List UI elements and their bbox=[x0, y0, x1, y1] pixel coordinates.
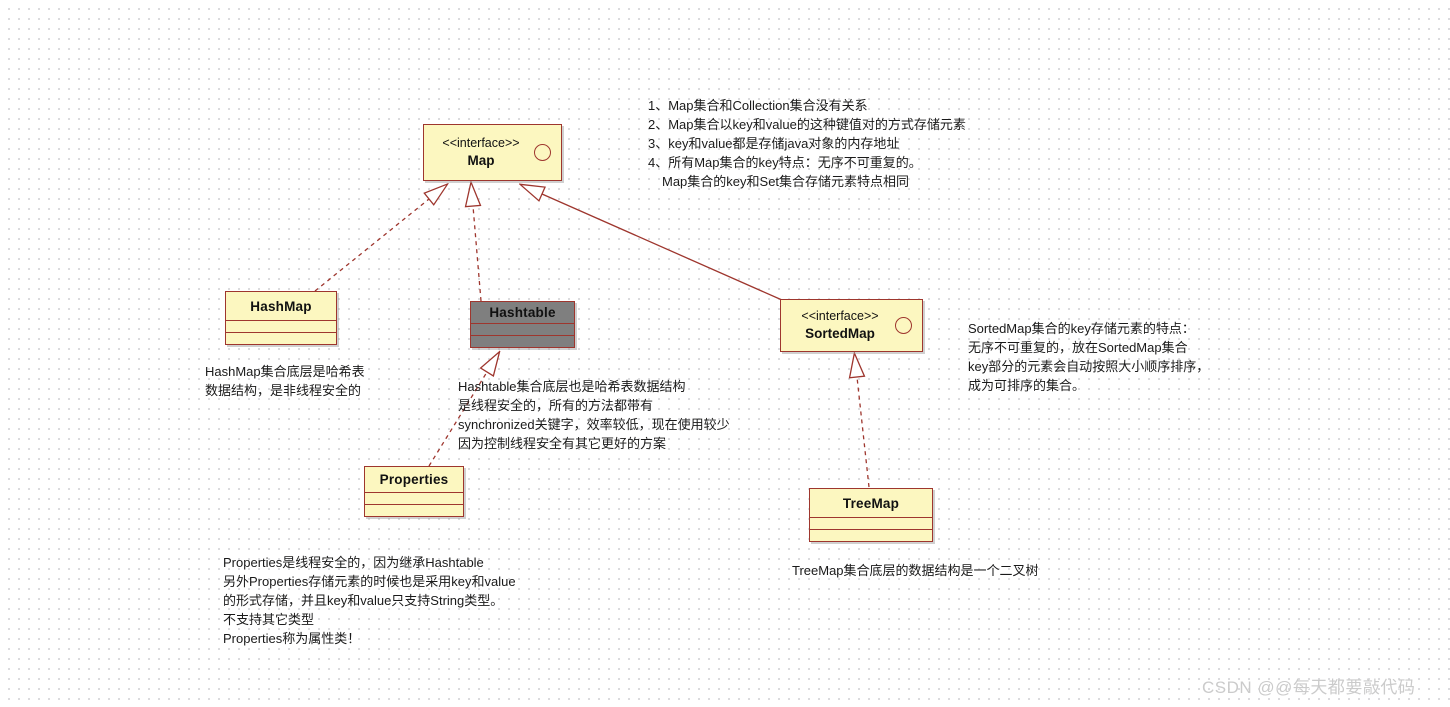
annotation-properties: Properties是线程安全的，因为继承Hashtable 另外Propert… bbox=[223, 553, 516, 648]
stereotype-label: <<interface>> bbox=[801, 308, 879, 323]
annotation-treemap: TreeMap集合底层的数据结构是一个二叉树 bbox=[792, 561, 1039, 580]
note-line: Hashtable集合底层也是哈希表数据结构 bbox=[458, 379, 686, 394]
methods-compartment bbox=[365, 504, 463, 516]
note-line: HashMap集合底层是哈希表 bbox=[205, 364, 365, 379]
interface-circle-icon bbox=[534, 144, 551, 161]
attributes-compartment bbox=[365, 492, 463, 504]
edge-treemap-implements-sortedmap bbox=[857, 377, 870, 488]
edge-properties-extends-hashtable bbox=[428, 372, 487, 467]
stereotype-label: <<interface>> bbox=[442, 135, 520, 150]
edge-hashtable-implements-map bbox=[473, 206, 482, 302]
note-line: 是线程安全的，所有的方法都带有 bbox=[458, 398, 654, 413]
class-name: HashMap bbox=[250, 298, 312, 314]
note-line: SortedMap集合的key存储元素的特点： bbox=[968, 321, 1195, 336]
class-box-sortedmap: <<interface>> SortedMap bbox=[780, 299, 923, 352]
note-line: 3、key和value都是存储java对象的内存地址 bbox=[648, 136, 900, 151]
note-line: 成为可排序的集合。 bbox=[968, 378, 1086, 393]
note-line: key部分的元素会自动按照大小顺序排序， bbox=[968, 359, 1210, 374]
class-box-hashmap: HashMap bbox=[225, 291, 337, 345]
note-line: synchronized关键字，效率较低，现在使用较少 bbox=[458, 417, 730, 432]
note-line: 1、Map集合和Collection集合没有关系 bbox=[648, 98, 868, 113]
note-line: 无序不可重复的，放在SortedMap集合 bbox=[968, 340, 1188, 355]
class-box-hashtable: Hashtable bbox=[470, 301, 575, 348]
methods-compartment bbox=[471, 335, 574, 347]
note-line: 4、所有Map集合的key特点：无序不可重复的。 bbox=[648, 155, 922, 170]
annotation-hashmap: HashMap集合底层是哈希表 数据结构，是非线程安全的 bbox=[205, 362, 365, 400]
note-line: 因为控制线程安全有其它更好的方案 bbox=[458, 436, 667, 451]
class-name: Map bbox=[467, 152, 495, 168]
class-box-properties: Properties bbox=[364, 466, 464, 517]
edge-hashmap-implements-map bbox=[314, 199, 429, 292]
attributes-compartment bbox=[226, 320, 336, 332]
edge-sortedmap-extends-map bbox=[542, 194, 783, 301]
methods-compartment bbox=[810, 529, 932, 541]
class-label: <<interface>> Map bbox=[424, 135, 534, 170]
note-line: 另外Properties存储元素的时候也是采用key和value bbox=[223, 574, 516, 589]
interface-circle-icon bbox=[895, 317, 912, 334]
annotation-map-notes: 1、Map集合和Collection集合没有关系 2、Map集合以key和val… bbox=[648, 96, 966, 191]
class-name: Properties bbox=[379, 472, 449, 487]
note-line: 数据结构，是非线程安全的 bbox=[205, 383, 362, 398]
annotation-hashtable: Hashtable集合底层也是哈希表数据结构 是线程安全的，所有的方法都带有 s… bbox=[458, 377, 730, 453]
class-box-treemap: TreeMap bbox=[809, 488, 933, 542]
class-name: SortedMap bbox=[805, 325, 875, 341]
note-line: Map集合的key和Set集合存储元素特点相同 bbox=[662, 174, 910, 189]
class-label: <<interface>> SortedMap bbox=[781, 308, 895, 343]
note-line: Properties称为属性类！ bbox=[223, 631, 361, 646]
note-line: Properties是线程安全的，因为继承Hashtable bbox=[223, 555, 484, 570]
attributes-compartment bbox=[810, 517, 932, 529]
attributes-compartment bbox=[471, 323, 574, 335]
class-name: TreeMap bbox=[842, 495, 900, 511]
methods-compartment bbox=[226, 332, 336, 344]
class-name: Hashtable bbox=[489, 305, 556, 320]
annotation-sortedmap: SortedMap集合的key存储元素的特点： 无序不可重复的，放在Sorted… bbox=[968, 319, 1209, 395]
class-box-map: <<interface>> Map bbox=[423, 124, 562, 181]
note-line: 不支持其它类型 bbox=[223, 612, 315, 627]
csdn-watermark: CSDN @@每天都要敲代码 bbox=[1202, 678, 1416, 697]
note-line: 的形式存储，并且key和value只支持String类型。 bbox=[223, 593, 504, 608]
note-line: TreeMap集合底层的数据结构是一个二叉树 bbox=[792, 563, 1039, 578]
note-line: 2、Map集合以key和value的这种键值对的方式存储元素 bbox=[648, 117, 966, 132]
